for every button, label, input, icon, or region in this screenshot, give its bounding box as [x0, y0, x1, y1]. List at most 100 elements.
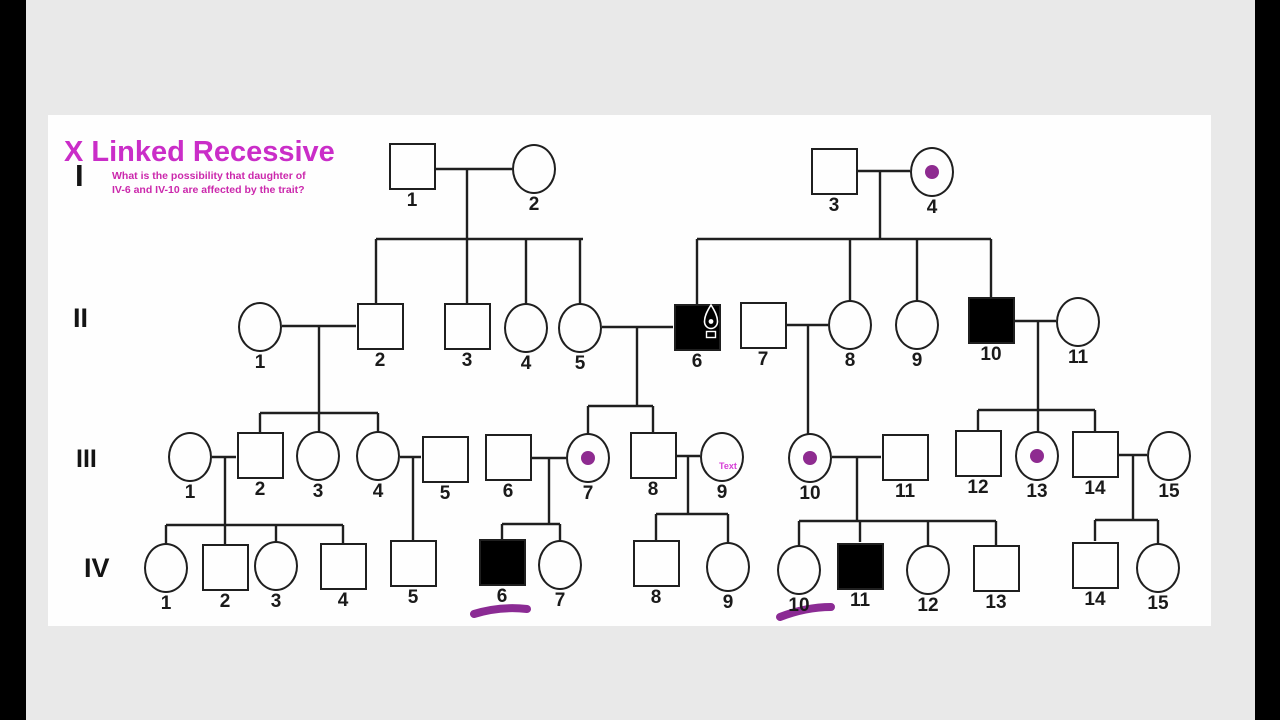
person-II-4: [504, 303, 548, 353]
person-II-3: [443, 302, 491, 350]
person-IV-7: [538, 540, 582, 590]
left-black-bar: [0, 0, 26, 720]
person-II-10-affected: [967, 296, 1015, 344]
person-label-III-8: 8: [647, 478, 659, 500]
person-II-11: [1056, 297, 1100, 347]
carrier-dot-icon: [803, 451, 817, 465]
carrier-dot-icon: [925, 165, 939, 179]
person-label-I-2: 2: [528, 194, 540, 215]
generation-label-III: III: [76, 445, 97, 473]
pen-cursor-icon: [700, 303, 722, 340]
person-III-9: [700, 432, 744, 482]
person-II-2: [356, 302, 404, 350]
person-label-III-5: 5: [439, 482, 451, 504]
person-label-III-3: 3: [312, 481, 324, 502]
question-line-2: IV-6 and IV-10 are affected by the trait…: [112, 183, 305, 196]
person-label-IV-6: 6: [496, 585, 508, 607]
person-III-15: [1147, 431, 1191, 481]
person-I-1: [388, 142, 436, 190]
person-label-II-2: 2: [374, 349, 386, 371]
person-label-II-5: 5: [574, 353, 586, 374]
person-label-III-6: 6: [502, 480, 514, 502]
person-label-II-6: 6: [691, 350, 703, 372]
person-label-III-4: 4: [372, 481, 384, 502]
person-III-14: [1071, 430, 1119, 478]
person-label-IV-7: 7: [554, 590, 566, 611]
person-label-III-7: 7: [582, 483, 594, 504]
person-label-III-9: 9: [716, 482, 728, 503]
person-label-III-2: 2: [254, 478, 266, 500]
question-line-1: What is the possibility that daughter of: [112, 170, 306, 182]
text-annotation: Text: [719, 461, 737, 471]
generation-label-IV: IV: [84, 553, 110, 583]
person-IV-1: [144, 543, 188, 593]
person-IV-14: [1071, 541, 1119, 589]
person-II-7: [739, 301, 787, 349]
person-III-8: [629, 431, 677, 479]
question-text: What is the possibility that daughter of…: [112, 170, 306, 197]
person-IV-11-affected: [836, 542, 884, 590]
person-III-2: [236, 431, 284, 479]
person-III-4: [356, 431, 400, 481]
person-III-3: [296, 431, 340, 481]
person-label-IV-10: 10: [788, 595, 810, 616]
person-label-II-4: 4: [520, 353, 532, 374]
person-IV-3: [254, 541, 298, 591]
person-label-III-14: 14: [1084, 477, 1106, 499]
person-label-III-10: 10: [799, 483, 821, 504]
person-label-II-1: 1: [254, 352, 266, 373]
person-IV-9: [706, 542, 750, 592]
person-IV-6-affected: [478, 538, 526, 586]
person-III-13-carrier: [1015, 431, 1059, 481]
person-label-IV-2: 2: [219, 590, 231, 612]
person-label-IV-3: 3: [270, 591, 282, 612]
person-IV-10: [777, 545, 821, 595]
person-label-III-11: 11: [894, 480, 916, 502]
person-label-I-3: 3: [828, 194, 840, 216]
person-IV-2: [201, 543, 249, 591]
generation-label-II: II: [73, 303, 89, 333]
person-II-9: [895, 300, 939, 350]
person-IV-13: [972, 544, 1020, 592]
person-label-IV-12: 12: [917, 595, 939, 616]
person-label-II-11: 11: [1067, 347, 1089, 368]
person-label-IV-8: 8: [650, 586, 662, 608]
person-label-IV-5: 5: [407, 586, 419, 608]
person-label-II-8: 8: [844, 350, 856, 371]
person-III-11: [881, 433, 929, 481]
person-III-10-carrier: [788, 433, 832, 483]
person-III-6: [484, 433, 532, 481]
person-III-7-carrier: [566, 433, 610, 483]
person-II-1: [238, 302, 282, 352]
person-label-III-15: 15: [1158, 481, 1180, 502]
person-label-I-4: 4: [926, 197, 938, 218]
person-I-4-carrier: [910, 147, 954, 197]
person-label-I-1: 1: [406, 189, 418, 211]
person-label-II-7: 7: [757, 348, 769, 370]
person-label-II-10: 10: [980, 343, 1002, 365]
carrier-dot-icon: [581, 451, 595, 465]
person-III-5: [421, 435, 469, 483]
person-label-IV-9: 9: [722, 592, 734, 613]
generation-label-I: I: [75, 158, 84, 193]
person-I-2: [512, 144, 556, 194]
person-IV-5: [389, 539, 437, 587]
person-label-IV-4: 4: [337, 589, 349, 611]
whiteboard-canvas[interactable]: [48, 115, 1211, 626]
person-label-IV-1: 1: [160, 593, 172, 614]
person-I-3: [810, 147, 858, 195]
person-label-II-3: 3: [461, 349, 473, 371]
person-label-IV-11: 11: [849, 589, 871, 611]
carrier-dot-icon: [1030, 449, 1044, 463]
person-III-1: [168, 432, 212, 482]
right-black-bar: [1255, 0, 1280, 720]
person-label-III-1: 1: [184, 482, 196, 503]
person-IV-8: [632, 539, 680, 587]
person-label-IV-14: 14: [1084, 588, 1106, 610]
person-label-II-9: 9: [911, 350, 923, 371]
page-title: X Linked Recessive: [64, 136, 335, 168]
person-III-12: [954, 429, 1002, 477]
person-IV-4: [319, 542, 367, 590]
person-label-III-12: 12: [967, 476, 989, 498]
